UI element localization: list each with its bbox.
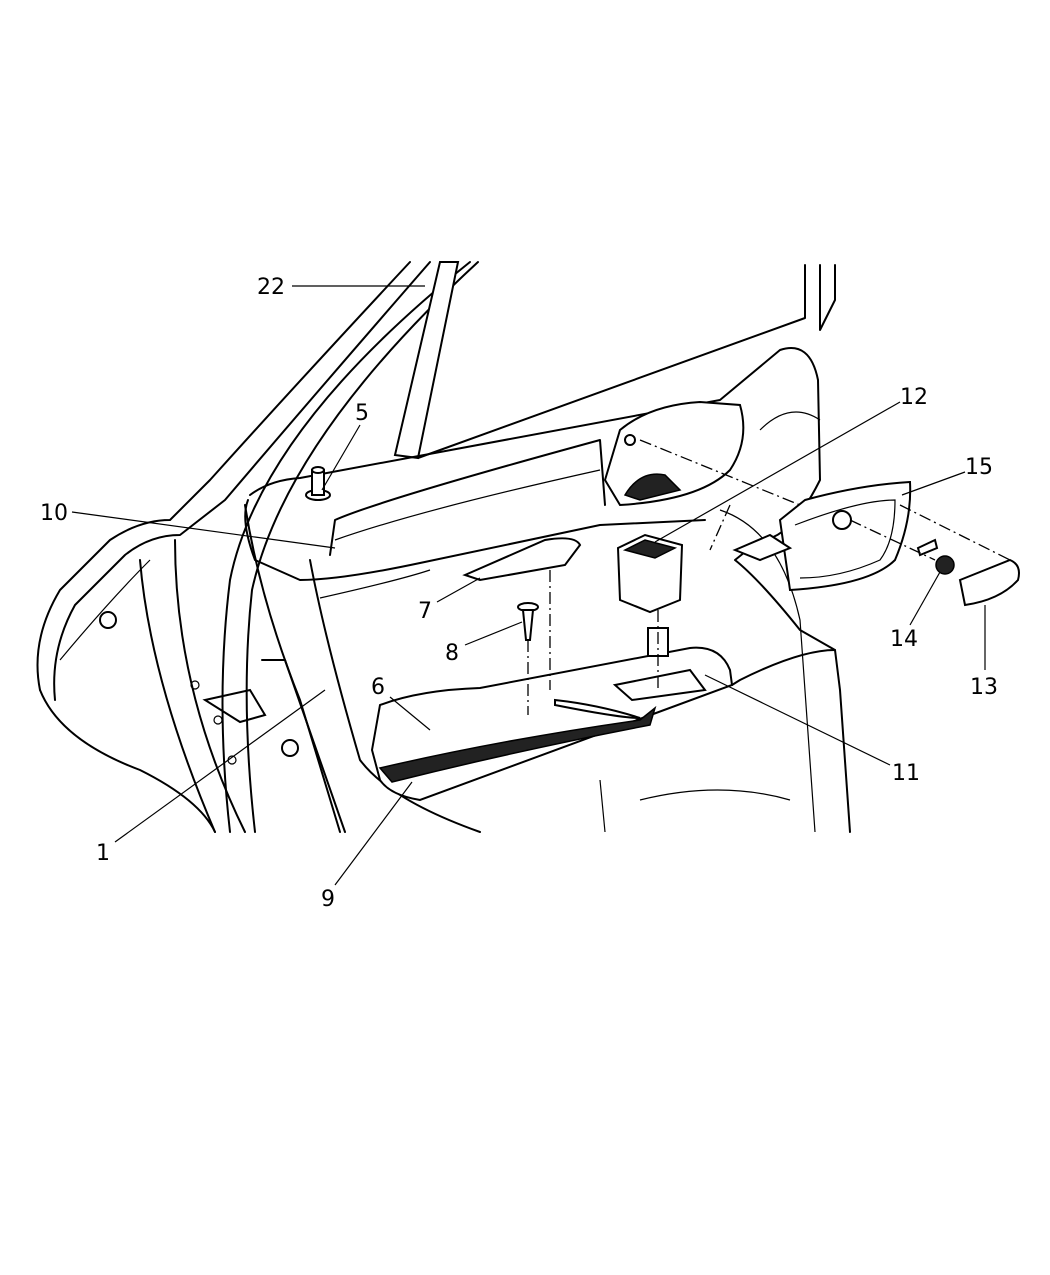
callout-22: 22: [257, 275, 285, 300]
callout-8: 8: [445, 641, 459, 666]
callout-13: 13: [970, 675, 998, 700]
trim-bezel: [462, 537, 582, 582]
callout-7: 7: [418, 599, 432, 624]
callout-5: 5: [355, 401, 369, 426]
push-pin-fastener: [305, 466, 331, 501]
callout-10: 10: [40, 501, 68, 526]
door-handle-bezel: [732, 480, 912, 592]
assembly-centerlines: [527, 439, 1011, 715]
door-opening-frame: [36, 261, 431, 833]
callout-15: 15: [965, 455, 993, 480]
callout-6: 6: [371, 675, 385, 700]
armrest: [370, 646, 836, 802]
callout-1: 1: [96, 841, 110, 866]
callout-9: 9: [321, 887, 335, 912]
screw: [517, 602, 539, 641]
handle-screw: [916, 538, 955, 575]
window-switch: [616, 533, 684, 657]
callout-labels: 22 5 10 7 8 6 1 9 12 15 14 13 11: [40, 275, 998, 912]
callout-12: 12: [900, 385, 928, 410]
callout-11: 11: [892, 761, 920, 786]
door-trim-panel: [244, 347, 851, 833]
handle-cover-cap: [958, 558, 1020, 607]
callout-14: 14: [890, 627, 918, 652]
leader-lines: [71, 285, 986, 886]
